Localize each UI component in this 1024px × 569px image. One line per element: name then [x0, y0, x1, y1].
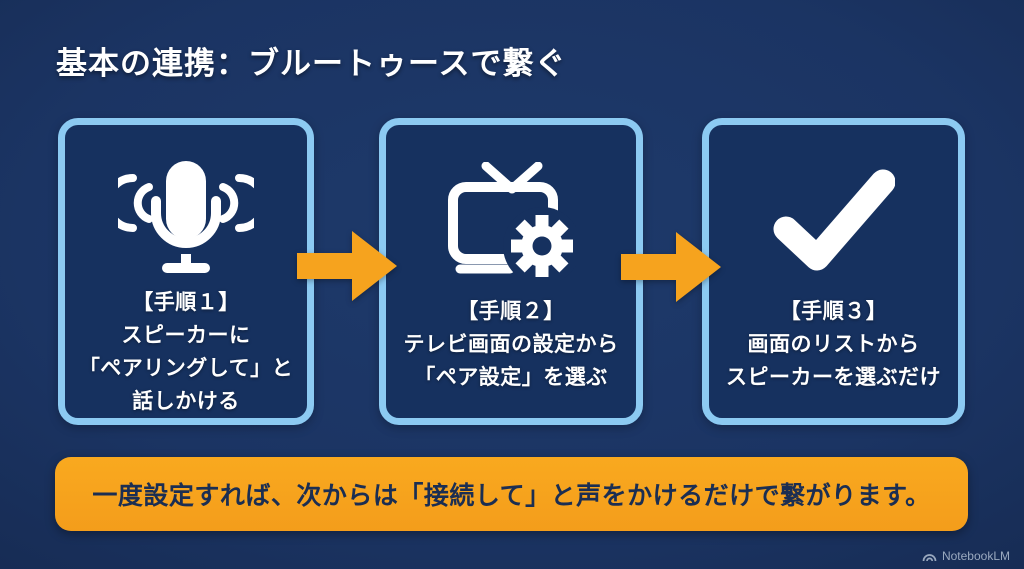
footer-banner: 一度設定すれば、次からは「接続して」と声をかけるだけで繋がります。 [55, 457, 968, 531]
step-card-3: 【手順３】 画面のリストから スピーカーを選ぶだけ [702, 118, 965, 425]
step-label: 【手順１】 [132, 291, 240, 314]
step-text-1: 【手順１】 スピーカーに 「ペアリングして」と 話しかける [79, 286, 293, 418]
step-card-2: 【手順２】 テレビ画面の設定から 「ペア設定」を選ぶ [379, 118, 643, 425]
step-line: 画面のリストから [747, 333, 920, 356]
page-title: 基本の連携：ブルートゥースで繋ぐ [56, 46, 567, 81]
footer-banner-text: 一度設定すれば、次からは「接続して」と声をかけるだけで繋がります。 [92, 482, 931, 510]
step-line: スピーカーを選ぶだけ [726, 366, 941, 389]
step-line: 「ペア設定」を選ぶ [414, 366, 608, 389]
arrow-right-icon [297, 228, 397, 304]
step-text-2: 【手順２】 テレビ画面の設定から 「ペア設定」を選ぶ [404, 295, 619, 394]
step-line: テレビ画面の設定から [403, 333, 619, 356]
step-line: 話しかける [132, 390, 240, 413]
step-text-3: 【手順３】 画面のリストから スピーカーを選ぶだけ [726, 295, 941, 394]
notebooklm-watermark-text: NotebookLM [941, 549, 1010, 563]
step-card-1: 【手順１】 スピーカーに 「ペアリングして」と 話しかける [58, 118, 314, 425]
microphone-icon [118, 147, 254, 286]
step-label: 【手順３】 [779, 300, 888, 323]
tv-settings-icon [446, 147, 576, 295]
checkmark-icon [773, 147, 895, 295]
step-label: 【手順２】 [457, 300, 565, 323]
notebooklm-logo-icon [922, 550, 937, 563]
notebooklm-watermark: NotebookLM [922, 549, 1010, 563]
step-line: スピーカーに [121, 324, 251, 347]
step-line: 「ペアリングして」と [78, 357, 294, 380]
arrow-right-icon [621, 229, 721, 305]
